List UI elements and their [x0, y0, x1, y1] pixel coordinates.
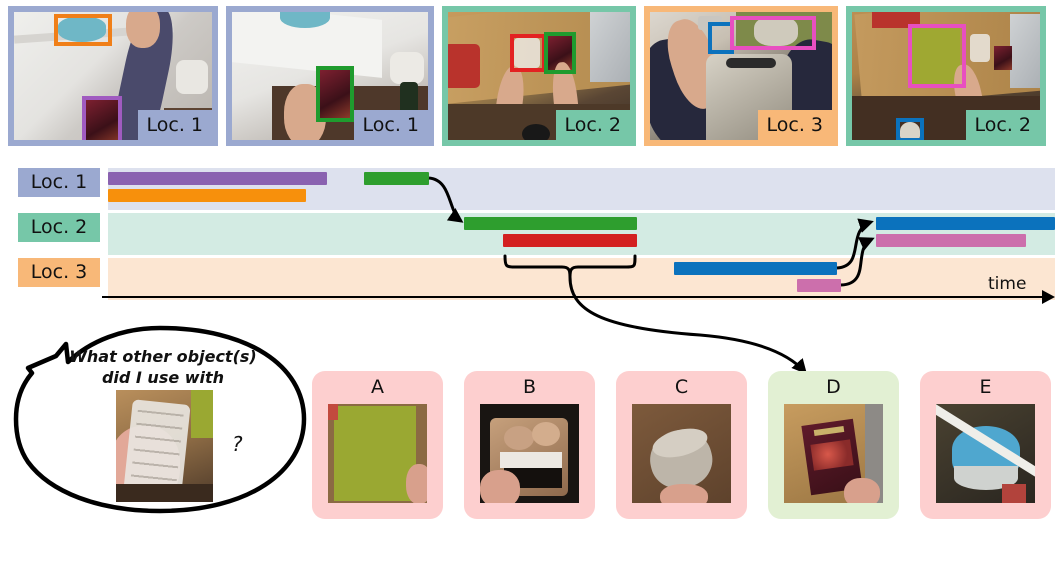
hand	[480, 470, 520, 503]
track-bar-mat-loc2[interactable]	[876, 234, 1026, 247]
egg-2	[532, 422, 560, 446]
option-letter-c: C	[674, 376, 689, 398]
option-thumbnail-a	[328, 404, 427, 503]
label-strip	[500, 452, 562, 468]
video-frame-1[interactable]: Loc. 1	[8, 6, 218, 146]
cookbook-object	[320, 70, 350, 118]
green-cutting-mat	[334, 406, 416, 501]
question-line-1: What other object(s)	[69, 347, 257, 366]
video-frame-2[interactable]: Loc. 1	[226, 6, 434, 146]
sink	[590, 12, 630, 82]
video-frame-4[interactable]: Loc. 3	[644, 6, 838, 146]
video-frame-strip: Loc. 1 Loc. 1 Loc.	[0, 0, 1055, 152]
hand	[126, 12, 160, 48]
egg-tray-box	[510, 34, 546, 72]
shoe	[522, 124, 550, 140]
egg-tray-object	[514, 38, 540, 68]
jug	[390, 52, 424, 84]
time-axis-line	[102, 296, 1050, 298]
option-letter-e: E	[979, 376, 992, 398]
frame-5-location-tag: Loc. 2	[965, 110, 1040, 140]
option-thumbnail-c	[632, 404, 731, 503]
question-text: What other object(s) did I use with	[58, 346, 268, 388]
track-bar-bowl-loc1[interactable]	[108, 189, 306, 202]
option-card-c[interactable]: C	[616, 371, 747, 519]
shoe	[754, 16, 798, 46]
red-item	[328, 404, 338, 420]
track-bar-mat-loc3[interactable]	[797, 279, 841, 292]
option-card-b[interactable]: B	[464, 371, 595, 519]
hand	[844, 478, 880, 503]
floor	[116, 484, 213, 502]
cookbook-box	[544, 32, 576, 74]
time-axis-label: time	[988, 274, 1027, 294]
option-letter-d: D	[826, 376, 841, 398]
question-speech-bubble: What other object(s) did I use with ?	[10, 322, 310, 517]
timeline-row-loc3-background	[108, 258, 1055, 300]
option-card-a[interactable]: A	[312, 371, 443, 519]
cup-box	[896, 118, 924, 140]
tray-ridges	[130, 409, 184, 487]
frame-4-location-tag: Loc. 3	[757, 110, 832, 140]
frame-1-location-tag: Loc. 1	[137, 110, 212, 140]
option-thumbnail-e	[936, 404, 1035, 503]
timeline-label-loc1: Loc. 1	[18, 168, 100, 197]
cookbook-photo	[810, 439, 854, 471]
bowl-box	[54, 14, 112, 46]
timeline-label-loc2: Loc. 2	[18, 213, 100, 242]
green-mat-edge	[191, 390, 213, 438]
option-letter-a: A	[371, 376, 384, 398]
option-card-e[interactable]: E	[920, 371, 1051, 519]
option-card-d[interactable]: D	[768, 371, 899, 519]
jug	[176, 60, 208, 94]
egg-tray-object	[970, 34, 990, 62]
option-thumbnail-b	[480, 404, 579, 503]
hand	[406, 464, 427, 503]
track-bar-cup-loc3[interactable]	[674, 262, 837, 275]
track-bar-cookbook-loc2[interactable]	[464, 217, 637, 230]
mat-box	[730, 16, 816, 50]
cookbook-box	[316, 66, 354, 122]
video-frame-5[interactable]: Loc. 2	[846, 6, 1046, 146]
query-object-thumbnail	[116, 390, 213, 502]
bowl-object	[280, 12, 330, 28]
red-bag	[448, 44, 480, 88]
option-letter-b: B	[522, 376, 537, 398]
video-frame-3[interactable]: Loc. 2	[442, 6, 636, 146]
frame-2-location-tag: Loc. 1	[353, 110, 428, 140]
mat-object	[912, 28, 960, 84]
timeline-label-loc3: Loc. 3	[18, 258, 100, 287]
track-bar-cookbook-loc1[interactable]	[364, 172, 429, 185]
time-axis-arrowhead	[1042, 290, 1055, 304]
mat-box	[908, 24, 966, 88]
question-mark: ?	[232, 432, 243, 456]
bottle	[400, 82, 418, 116]
question-line-2: did I use with	[101, 368, 225, 387]
bowl-object	[58, 16, 106, 42]
frame-3-location-tag: Loc. 2	[555, 110, 630, 140]
red-item	[1002, 484, 1026, 503]
package-object	[86, 100, 118, 140]
answer-options: A B C D	[312, 371, 1052, 519]
sink	[1010, 14, 1040, 88]
track-bar-cup-loc2[interactable]	[876, 217, 1055, 230]
package-box	[82, 96, 122, 140]
egg-1	[504, 426, 534, 450]
cup-object	[900, 122, 920, 140]
cookbook-object	[994, 46, 1012, 70]
handlebar	[726, 58, 776, 68]
hand	[660, 484, 708, 503]
option-thumbnail-d	[784, 404, 883, 503]
track-bar-package-loc1[interactable]	[108, 172, 327, 185]
track-bar-eggtray-loc2[interactable]	[503, 234, 637, 247]
